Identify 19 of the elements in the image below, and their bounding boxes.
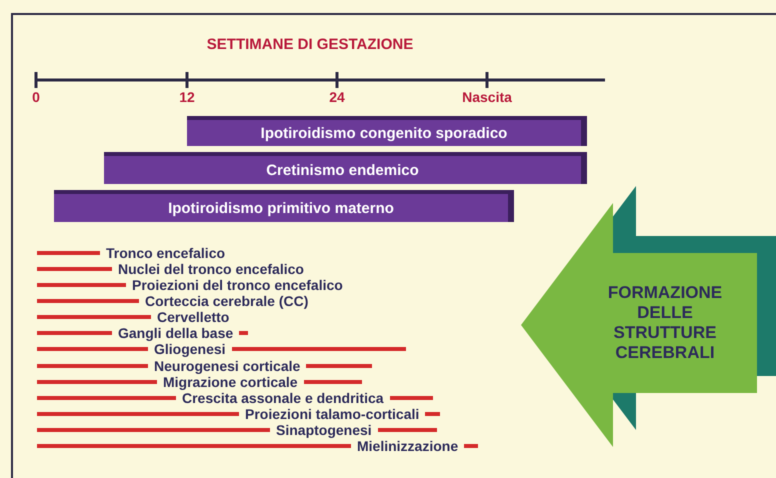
structure-label: Neurogenesi corticale [154, 358, 300, 374]
structure-label: Proiezioni del tronco encefalico [132, 277, 343, 293]
structure-label: Corteccia cerebrale (CC) [145, 293, 308, 309]
arrow-label: FORMAZIONE DELLE STRUTTURE CEREBRALI [606, 283, 724, 363]
tick-label: 24 [329, 89, 345, 105]
structure-label: Gliogenesi [154, 341, 226, 357]
structure-label: Cervelletto [157, 309, 230, 325]
tick-label: 12 [179, 89, 195, 105]
structure-label: Gangli della base [118, 325, 234, 341]
tick-label: 0 [32, 89, 40, 105]
structure-label: Nuclei del tronco encefalico [118, 261, 304, 277]
structure-label: Crescita assonale e dendritica [182, 390, 384, 406]
tick-label: Nascita [462, 89, 512, 105]
structure-label: Proiezioni talamo-corticali [245, 406, 420, 422]
structure-label: Sinaptogenesi [276, 422, 372, 438]
structure-label: Migrazione corticale [163, 374, 298, 390]
structure-label: Mielinizzazione [357, 438, 458, 454]
structure-label: Tronco encefalico [106, 245, 226, 261]
axis-title: SETTIMANE DI GESTAZIONE [206, 36, 414, 53]
